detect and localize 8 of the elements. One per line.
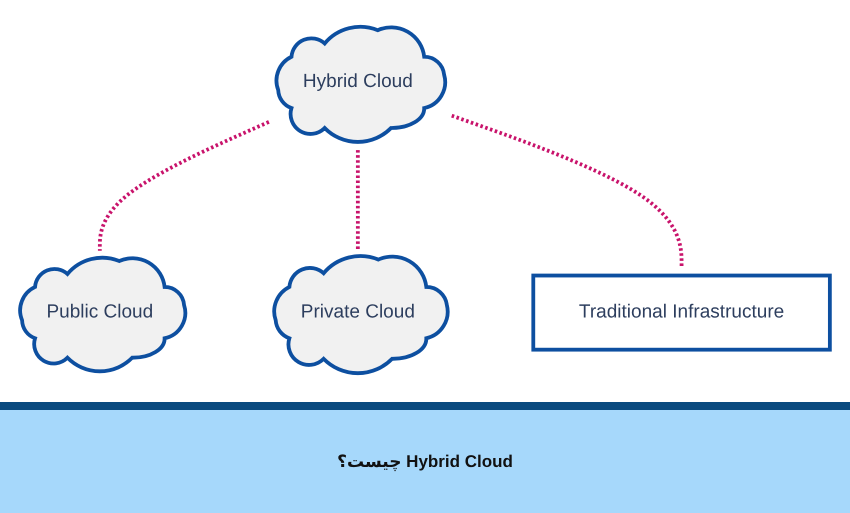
cloud-node: Hybrid Cloud (274, 24, 448, 144)
dashed-line (98, 120, 270, 251)
caption: Hybrid Cloud چیست؟ (337, 452, 513, 472)
process-box: Traditional Infrastructure (531, 274, 832, 352)
cloud-node: Public Cloud (18, 256, 188, 374)
cloud-node: Private Cloud (272, 254, 450, 375)
dashed-line (356, 150, 360, 249)
dashed-line (451, 114, 684, 268)
